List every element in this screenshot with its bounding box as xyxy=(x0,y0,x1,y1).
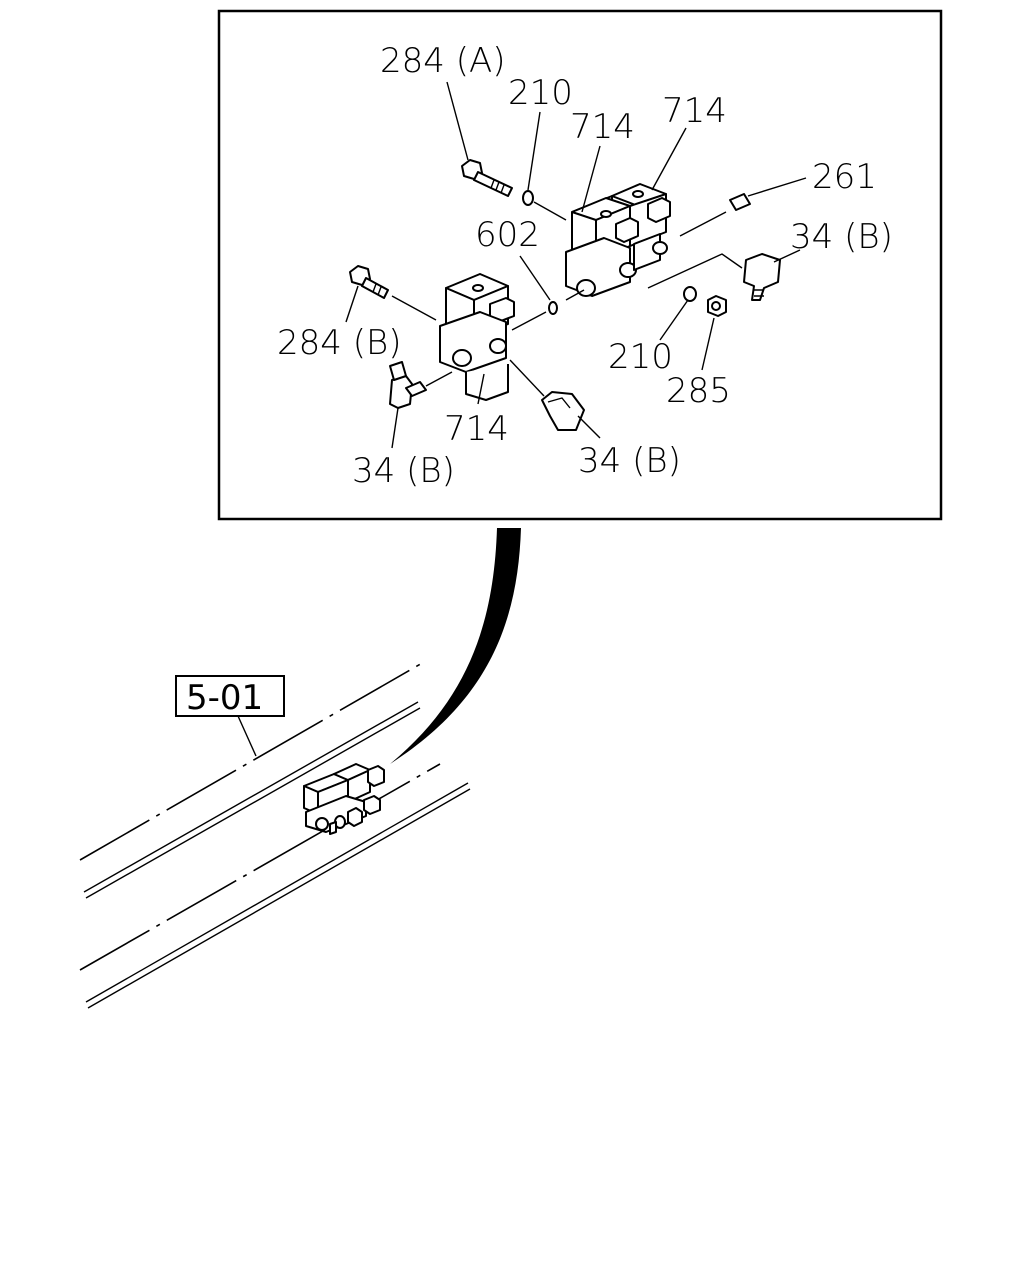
callout-602: 602 xyxy=(475,215,540,255)
callout-210-top: 210 xyxy=(508,73,573,113)
valve-assembly-on-frame xyxy=(303,763,385,835)
callout-210-bottom: 210 xyxy=(608,337,673,377)
elbow-fitting-34b-left xyxy=(389,361,453,409)
callout-34b-left: 34 (B) xyxy=(352,451,455,491)
callout-284a: 284 (A) xyxy=(380,41,506,81)
leader-lines xyxy=(345,81,807,449)
elbow-fitting-34b-mid xyxy=(509,359,585,431)
callout-285: 285 xyxy=(666,371,731,411)
reference-box-label: 5-01 xyxy=(186,678,263,718)
nut-285 xyxy=(707,295,727,317)
valve-block-upper xyxy=(565,183,671,297)
reference-box xyxy=(175,675,285,717)
callout-34b-mid: 34 (B) xyxy=(578,441,681,481)
callout-714-a: 714 xyxy=(570,107,635,147)
frame-rails xyxy=(79,661,471,1009)
washer-210-top xyxy=(522,190,534,206)
washer-210-bottom xyxy=(683,286,697,302)
detail-connector xyxy=(390,528,521,764)
callout-714-c: 714 xyxy=(444,409,509,449)
reference-leader xyxy=(237,715,257,757)
detail-frame xyxy=(217,9,943,521)
bolt-284b xyxy=(349,265,437,321)
bolt-284a xyxy=(461,159,513,197)
callout-34b-right: 34 (B) xyxy=(790,217,893,257)
o-ring-602 xyxy=(548,301,558,315)
callout-284b: 284 (B) xyxy=(277,323,402,363)
valve-block-lower xyxy=(439,273,515,401)
elbow-fitting-34b-right xyxy=(647,253,781,301)
plug-261 xyxy=(679,193,751,237)
callout-714-b: 714 xyxy=(662,91,727,131)
callout-261: 261 xyxy=(812,157,877,197)
